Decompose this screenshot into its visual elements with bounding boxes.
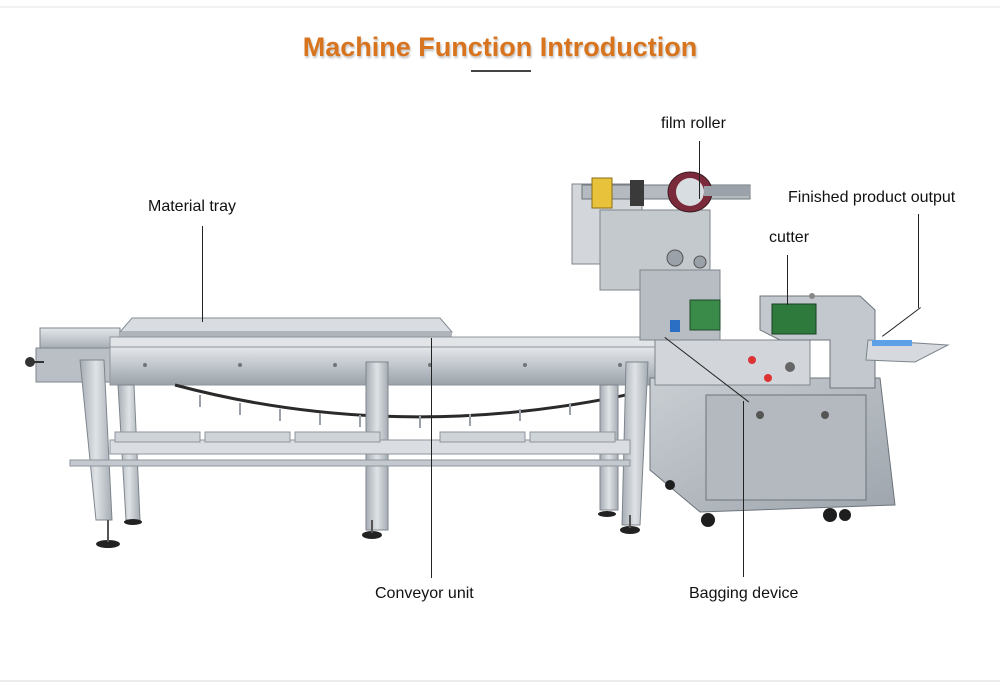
- title-underline: [471, 70, 531, 72]
- leader-film-roller: [699, 141, 700, 199]
- top-divider: [0, 6, 1000, 8]
- leader-finished-output-v: [918, 214, 919, 308]
- page-title: Machine Function Introduction: [302, 32, 698, 62]
- drive-chain: [174, 383, 641, 419]
- leader-conveyor-unit: [431, 338, 432, 578]
- leg-feet: [96, 511, 640, 548]
- lower-shelf: [69, 431, 631, 467]
- leader-material-tray: [202, 226, 203, 322]
- label-material-tray: Material tray: [148, 198, 237, 215]
- label-bagging-device: Bagging device: [689, 585, 799, 602]
- label-finished-product-output: Finished product output: [788, 189, 956, 206]
- output-conveyor: [865, 339, 950, 363]
- main-cabinet: [649, 339, 896, 513]
- leader-cutter: [787, 255, 788, 305]
- conveyor-legs: [79, 359, 649, 531]
- cutter-housing: [759, 293, 876, 389]
- bottom-divider: [0, 680, 1000, 682]
- label-film-roller: film roller: [661, 115, 726, 132]
- chain-pusher-fingers: [199, 395, 571, 428]
- drive-box: [25, 327, 121, 383]
- leader-bagging-device-v: [743, 401, 744, 577]
- film-roller-assembly: [571, 171, 751, 341]
- label-cutter: cutter: [769, 229, 810, 246]
- wheels: [665, 480, 851, 527]
- material-tray: [118, 317, 454, 338]
- label-conveyor-unit: Conveyor unit: [375, 585, 474, 602]
